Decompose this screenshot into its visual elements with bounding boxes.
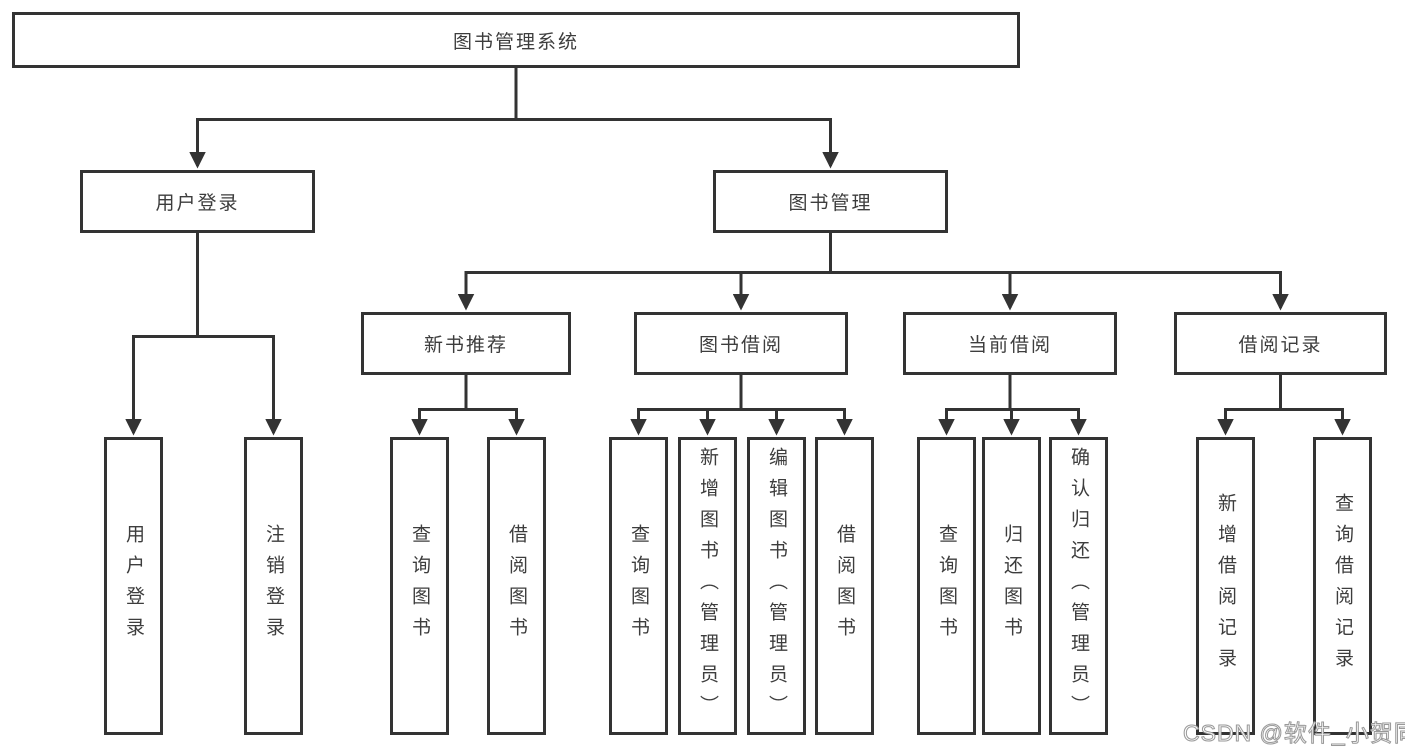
leaf-confirm-return-admin: 确认归还（管理员） (1049, 437, 1108, 735)
leaf-add-borrow-record-label: 新增借阅记录 (1215, 493, 1236, 679)
csdn-watermark: CSDN @软件_小贺同学 (1183, 720, 1405, 747)
leaf-logout-label: 注销登录 (263, 524, 284, 648)
node-new-book-recommendation: 新书推荐 (361, 312, 571, 375)
leaf-rec-borrow-books: 借阅图书 (487, 437, 546, 735)
leaf-user-login: 用户登录 (104, 437, 163, 735)
node-book-borrowing: 图书借阅 (634, 312, 848, 375)
leaf-search-borrow-record: 查询借阅记录 (1313, 437, 1372, 735)
leaf-logout: 注销登录 (244, 437, 303, 735)
leaf-rec-search-books-label: 查询图书 (409, 524, 430, 648)
leaf-borrow-search-books: 查询图书 (609, 437, 668, 735)
leaf-borrow-borrow-books-label: 借阅图书 (834, 524, 855, 648)
node-user-login: 用户登录 (80, 170, 315, 233)
leaf-add-borrow-record: 新增借阅记录 (1196, 437, 1255, 735)
leaf-return-books-label: 归还图书 (1001, 524, 1022, 648)
leaf-edit-books-admin-label: 编辑图书（管理员） (766, 446, 787, 726)
leaf-current-search-books: 查询图书 (917, 437, 976, 735)
leaf-add-books-admin: 新增图书（管理员） (678, 437, 737, 735)
leaf-borrow-borrow-books: 借阅图书 (815, 437, 874, 735)
node-library-system: 图书管理系统 (12, 12, 1020, 68)
leaf-current-search-books-label: 查询图书 (936, 524, 957, 648)
leaf-return-books: 归还图书 (982, 437, 1041, 735)
leaf-user-login-label: 用户登录 (123, 524, 144, 648)
node-borrowing-records: 借阅记录 (1174, 312, 1387, 375)
leaf-borrow-search-books-label: 查询图书 (628, 524, 649, 648)
leaf-add-books-admin-label: 新增图书（管理员） (697, 446, 718, 726)
leaf-confirm-return-admin-label: 确认归还（管理员） (1068, 446, 1089, 726)
leaf-rec-search-books: 查询图书 (390, 437, 449, 735)
leaf-edit-books-admin: 编辑图书（管理员） (747, 437, 806, 735)
leaf-rec-borrow-books-label: 借阅图书 (506, 524, 527, 648)
node-current-borrowing: 当前借阅 (903, 312, 1117, 375)
node-book-management: 图书管理 (713, 170, 948, 233)
leaf-search-borrow-record-label: 查询借阅记录 (1332, 493, 1353, 679)
